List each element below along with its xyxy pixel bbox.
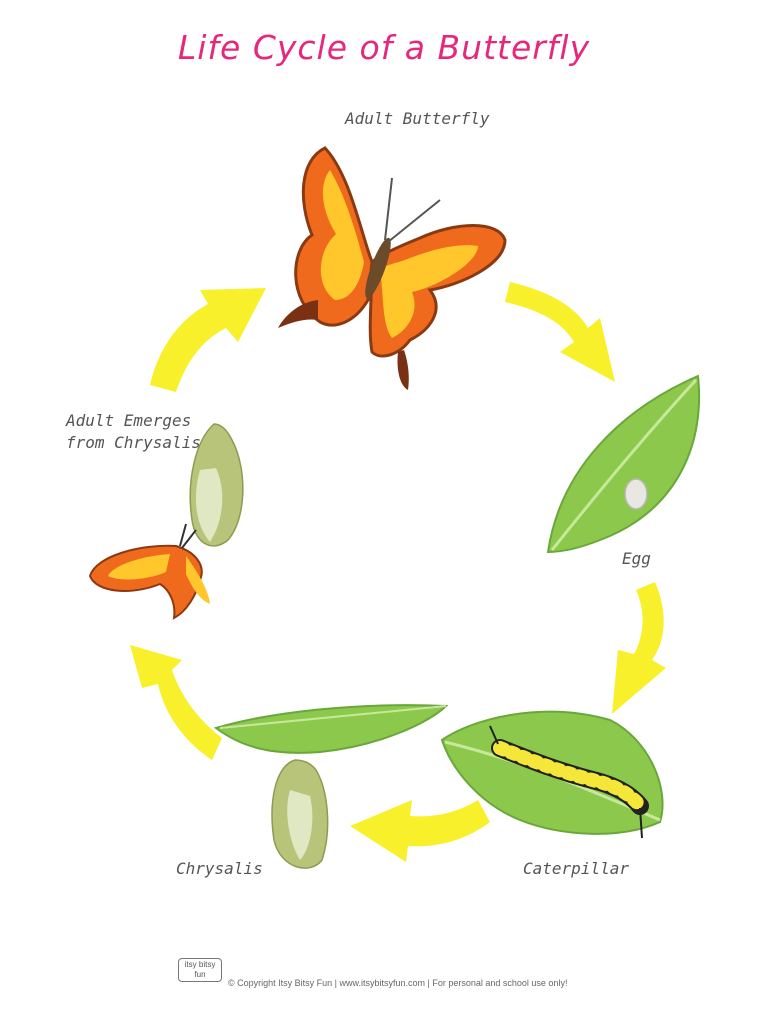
arrow-egg-to-caterpillar [612,582,666,714]
brand-logo-line1: itsy bitsy [184,960,216,969]
brand-logo-line2: fun [194,970,206,979]
brand-logo: itsy bitsy fun [178,958,222,982]
label-caterpillar: Caterpillar [523,859,629,878]
label-adult-emerges-line2: from Chrysalis [66,433,201,452]
arrow-caterpillar-to-chrysalis [350,800,490,862]
copyright-footer: © Copyright Itsy Bitsy Fun | www.itsybit… [228,978,568,988]
arrow-adult-to-egg [505,282,615,382]
label-adult-butterfly: Adult Butterfly [345,109,490,128]
label-adult-emerges-line1: Adult Emerges [66,411,192,430]
arrow-emerge-to-adult [150,288,266,392]
caterpillar-on-leaf-image [440,710,664,839]
adult-butterfly-image [278,146,507,390]
page-title: Life Cycle of a Butterfly [177,28,591,67]
label-chrysalis: Chrysalis [176,859,263,878]
label-adult-emerges: Adult Emerges from Chrysalis [66,410,201,454]
chrysalis-image [213,704,449,869]
label-egg: Egg [622,549,651,568]
emerging-butterfly-image [88,423,244,620]
egg-on-leaf-image [546,374,701,554]
arrow-chrysalis-to-emerge [130,645,222,760]
